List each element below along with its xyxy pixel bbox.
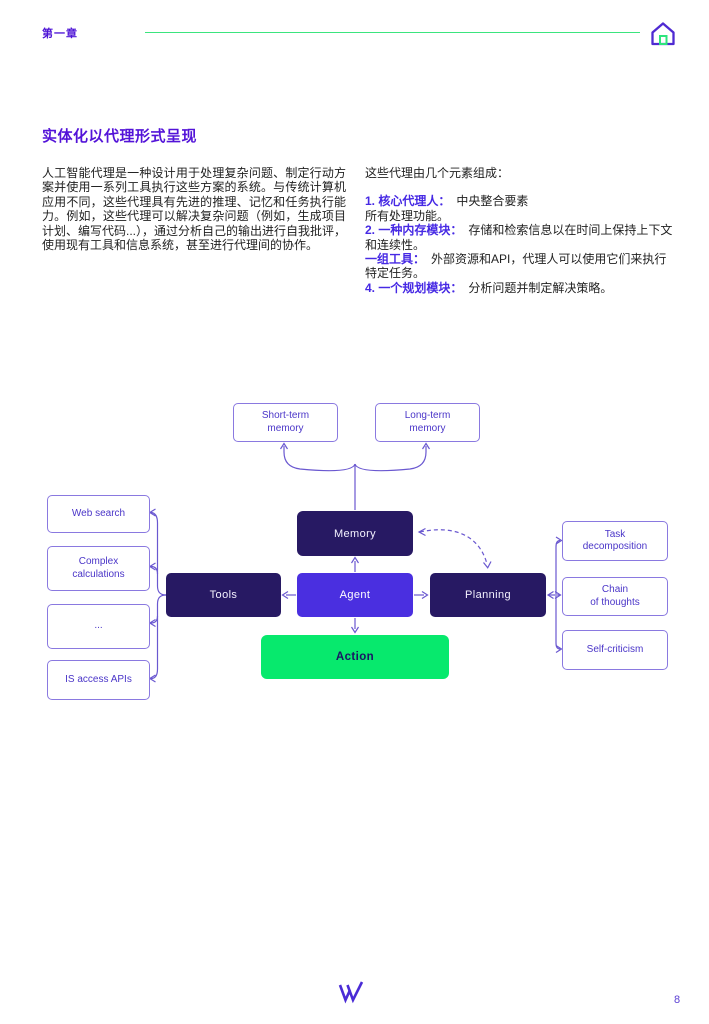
- node-self-criticism: Self-criticism: [562, 630, 668, 670]
- list-item-lead: 一组工具：: [365, 252, 426, 267]
- node-complex-calculations: Complex calculations: [47, 546, 150, 591]
- node-long-term-memory: Long-term memory: [375, 403, 480, 442]
- node-memory: Memory: [297, 511, 413, 556]
- header-divider: [145, 32, 640, 33]
- node-planning: Planning: [430, 573, 546, 617]
- list-item-text: 外部资源和API，代理人可以使用它们来执行特定任务。: [365, 252, 667, 281]
- elements-intro: 这些代理由几个元素组成：: [365, 166, 510, 180]
- list-item: 一组工具：外部资源和API，代理人可以使用它们来执行特定任务。: [365, 252, 673, 281]
- page-title: 实体化以代理形式呈现: [42, 128, 198, 145]
- node-chain-of-thoughts: Chain of thoughts: [562, 577, 668, 616]
- list-item-lead: 2. 一种内存模块：: [365, 223, 463, 238]
- node-tools: Tools: [166, 573, 281, 617]
- list-item: 4. 一个规划模块： 分析问题并制定解决策略。: [365, 281, 673, 295]
- w-logo-icon: [338, 980, 364, 1004]
- home-icon[interactable]: [648, 19, 678, 49]
- intro-paragraph: 人工智能代理是一种设计用于处理复杂问题、制定行动方案并使用一系列工具执行这些方案…: [42, 166, 347, 253]
- node-task-decomposition: Task decomposition: [562, 521, 668, 561]
- node-action: Action: [261, 635, 449, 679]
- list-item-lead: 4. 一个规划模块：: [365, 280, 463, 295]
- page-number: 8: [674, 994, 681, 1006]
- node-agent: Agent: [297, 573, 413, 617]
- node-is-access-apis: IS access APIs: [47, 660, 150, 700]
- list-item: 2. 一种内存模块：存储和检索信息以在时间上保持上下文和连续性。: [365, 223, 673, 252]
- elements-column: 这些代理由几个元素组成： 1. 核心代理人：中央整合要素 所有处理功能。 2. …: [365, 166, 673, 295]
- chapter-label: 第一章: [42, 28, 78, 40]
- elements-list: 1. 核心代理人：中央整合要素 所有处理功能。 2. 一种内存模块：存储和检索信…: [365, 194, 673, 295]
- node-short-term-memory: Short-term memory: [233, 403, 338, 442]
- node-web-search: Web search: [47, 495, 150, 533]
- list-item-text: 分析问题并制定解决策略。: [468, 280, 613, 295]
- list-item: 1. 核心代理人：中央整合要素 所有处理功能。: [365, 194, 673, 223]
- list-item-lead: 1. 核心代理人：: [365, 194, 451, 209]
- list-item-text: 中央整合要素 所有处理功能。: [365, 194, 529, 223]
- node-ellipsis: ...: [47, 604, 150, 649]
- list-item-text: 存储和检索信息以在时间上保持上下文和连续性。: [365, 223, 673, 252]
